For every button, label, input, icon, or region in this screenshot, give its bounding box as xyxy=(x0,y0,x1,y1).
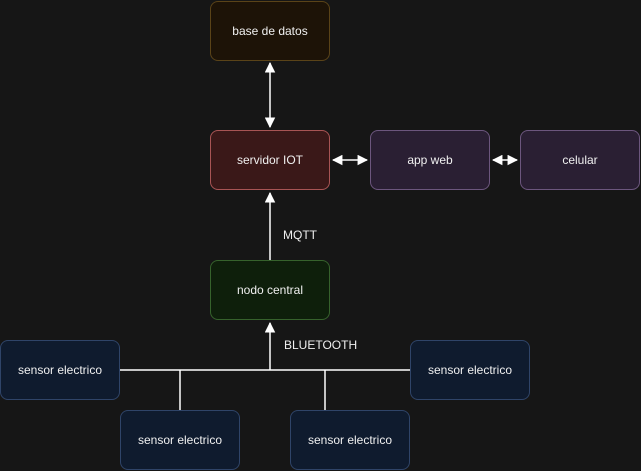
node-sensor-bottom-right-label: sensor electrico xyxy=(307,433,393,447)
node-sensor-bottom-left-label: sensor electrico xyxy=(137,433,223,447)
node-sensor-right-label: sensor electrico xyxy=(427,363,513,377)
node-database[interactable]: base de datos xyxy=(210,1,330,61)
node-iot-server-label: servidor IOT xyxy=(236,153,303,167)
node-sensor-right[interactable]: sensor electrico xyxy=(410,340,530,400)
node-database-label: base de datos xyxy=(232,24,308,38)
node-central-label: nodo central xyxy=(236,283,304,297)
node-sensor-left-label: sensor electrico xyxy=(17,363,103,377)
edge-label-mqtt: MQTT xyxy=(283,228,317,242)
node-sensor-bottom-left[interactable]: sensor electrico xyxy=(120,410,240,470)
node-web-app[interactable]: app web xyxy=(370,130,490,190)
node-web-app-label: app web xyxy=(407,153,453,167)
node-central[interactable]: nodo central xyxy=(210,260,330,320)
node-phone[interactable]: celular xyxy=(520,130,640,190)
node-phone-label: celular xyxy=(562,153,598,167)
node-sensor-bottom-right[interactable]: sensor electrico xyxy=(290,410,410,470)
node-iot-server[interactable]: servidor IOT xyxy=(210,130,330,190)
edge-label-bluetooth: BLUETOOTH xyxy=(284,338,358,352)
node-sensor-left[interactable]: sensor electrico xyxy=(0,340,120,400)
